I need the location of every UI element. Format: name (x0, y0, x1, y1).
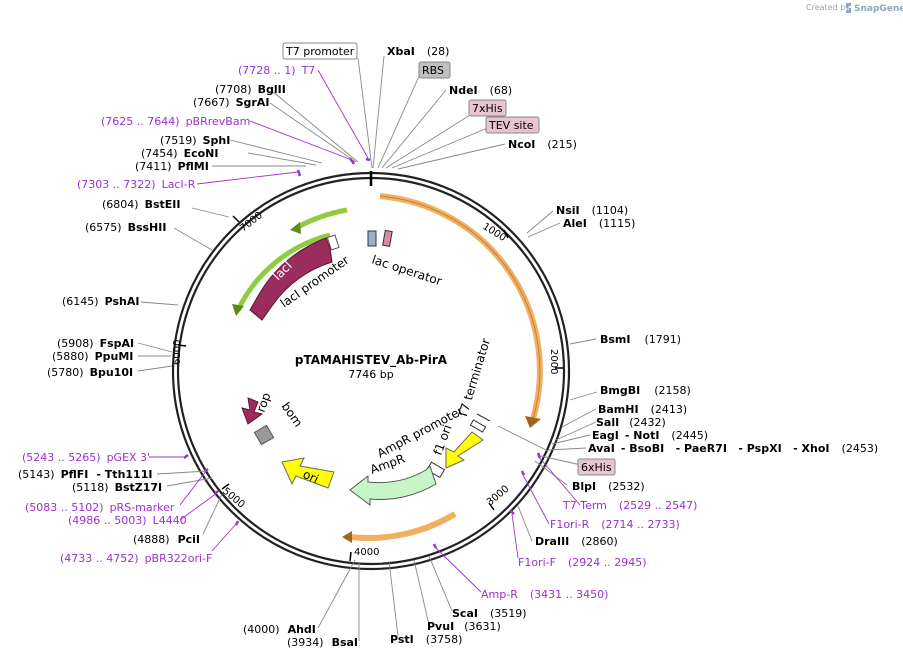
site-ncoi[interactable]: NcoI(215) (508, 138, 577, 151)
restriction-sites: XbaI(28) NdeI(68) NcoI(215) NsiI(1104) A… (18, 45, 878, 649)
site-bmgbi[interactable]: BmgBI(2158) (600, 384, 691, 397)
site-bamhi[interactable]: BamHI(2413) (598, 403, 687, 416)
site-ahdi[interactable]: (4000)AhdI (243, 623, 316, 636)
site-alei[interactable]: AleI(1115) (563, 217, 635, 230)
f1-ori-arrow[interactable] (445, 431, 484, 469)
site-scai[interactable]: ScaI(3519) (452, 607, 527, 620)
site-xbai[interactable]: XbaI(28) (387, 45, 449, 58)
laci-promoter-arc[interactable] (232, 207, 348, 316)
primer-prs-marker[interactable]: (5083 .. 5102)pRS-marker (25, 501, 175, 514)
primer-l4440[interactable]: (4986 .. 5003)L4440 (68, 514, 187, 527)
snapgene-logo-icon (846, 3, 851, 13)
site-sali[interactable]: SalI(2432) (596, 416, 666, 429)
laci-promoter-box[interactable] (326, 234, 340, 251)
rop-arrow[interactable] (241, 397, 264, 425)
plasmid-size: 7746 bp (348, 368, 393, 381)
rbs-label[interactable]: RBS (422, 64, 444, 77)
site-psti[interactable]: PstI(3758) (390, 633, 462, 646)
site-pcii[interactable]: (4888)PciI (133, 533, 200, 546)
brand-created-by: Created by (806, 3, 850, 12)
site-bsai[interactable]: (3934)BsaI (287, 636, 358, 649)
site-sgrai[interactable]: (7667)SgrAI (193, 96, 269, 109)
ampr-arrow[interactable] (349, 465, 437, 506)
tick-label-4000: 4000 (354, 547, 379, 558)
primer-f1ori-r[interactable]: F1ori-R(2714 .. 2733) (550, 518, 680, 531)
lac-operator-label: lac operator (370, 253, 444, 289)
bom-box[interactable] (253, 424, 275, 446)
orf-arc[interactable] (379, 193, 543, 428)
primer-laci-r[interactable]: (7303 .. 7322)LacI-R (77, 178, 196, 191)
plasmid-name: pTAMAHISTEV_Ab-PirA (295, 353, 448, 368)
primer-pbrrevbam[interactable]: (7625 .. 7644)pBRrevBam (101, 115, 250, 128)
primer-t7term[interactable]: T7 Term(2529 .. 2547) (562, 499, 697, 512)
primer-leader-lines (149, 69, 581, 593)
site-nsii[interactable]: NsiI(1104) (556, 204, 628, 217)
laci-arrow[interactable]: lacI (249, 237, 333, 321)
site-avai[interactable]: AvaI- BsoBI - PaeR7I - PspXI - XhoI(2453… (588, 442, 878, 455)
site-draiii[interactable]: DraIII(2860) (535, 535, 618, 548)
site-bglii[interactable]: (7708)BglII (215, 83, 286, 96)
site-bsteii[interactable]: (6804)BstEII (102, 198, 180, 211)
site-pvui[interactable]: PvuI(3631) (427, 620, 501, 633)
primer-amp-r[interactable]: Amp-R(3431 .. 3450) (481, 588, 608, 601)
primer-pbr322ori-f[interactable]: (4733 .. 4752)pBR322ori-F (60, 552, 212, 565)
brand-name: SnapGene (854, 4, 903, 14)
tick-label-3000: 3000 (485, 484, 512, 509)
ori-label: ori (301, 467, 321, 486)
site-econi[interactable]: (7454)EcoNI (141, 147, 218, 160)
primer-labels: (7728 .. 1)T7 (7625 .. 7644)pBRrevBam (7… (22, 64, 697, 601)
site-fspai[interactable]: (5908)FspAI (57, 337, 134, 350)
his6-label[interactable]: 6xHis (581, 461, 612, 474)
his-mark[interactable] (382, 229, 393, 247)
t7-promoter-label[interactable]: T7 promoter (285, 45, 355, 58)
site-bsmi[interactable]: BsmI(1791) (600, 333, 681, 346)
rop-label: rop (254, 391, 274, 414)
tick-label-6000: 6000 (172, 340, 183, 365)
t7-terminator-mark[interactable] (469, 413, 491, 433)
site-bsshii[interactable]: (6575)BssHII (85, 221, 166, 234)
site-pshai[interactable]: (6145)PshAI (62, 295, 139, 308)
leader-lines (137, 55, 598, 641)
site-ndei[interactable]: NdeI(68) (449, 84, 512, 97)
site-eagi[interactable]: EagI- NotI(2445) (592, 429, 708, 442)
snapgene-brand: Created by SnapGene (806, 3, 903, 14)
his7-label[interactable]: 7xHis (472, 102, 503, 115)
site-bpu10i[interactable]: (5780)Bpu10I (47, 366, 133, 379)
site-sphi[interactable]: (7519)SphI (160, 134, 230, 147)
bom-label: bom (279, 400, 306, 430)
ampr-promoter-box[interactable] (426, 461, 446, 479)
primer-f1ori-f[interactable]: F1ori-F(2924 .. 2945) (518, 556, 647, 569)
primer-pgex3[interactable]: (5243 .. 5265)pGEX 3' (22, 451, 150, 464)
site-blpi[interactable]: BlpI(2532) (572, 480, 645, 493)
site-pflmi[interactable]: (7411)PflMI (135, 160, 209, 173)
boxed-labels: T7 promoter RBS 7xHis TEV site 6xHis (282, 42, 616, 476)
ori-arrow[interactable] (281, 457, 335, 489)
tev-site-label[interactable]: TEV site (488, 119, 534, 132)
orf-arc-2[interactable] (342, 511, 457, 543)
tick-label-2000: 2000 (548, 349, 559, 374)
lac-operator-mark[interactable] (367, 230, 377, 247)
primer-t7[interactable]: (7728 .. 1)T7 (238, 64, 315, 77)
site-pflfi[interactable]: (5143)PflFI- Tth111I (18, 468, 152, 481)
site-bstz17i[interactable]: (5118)BstZ17I (72, 481, 162, 494)
site-ppumi[interactable]: (5880)PpuMI (52, 350, 133, 363)
